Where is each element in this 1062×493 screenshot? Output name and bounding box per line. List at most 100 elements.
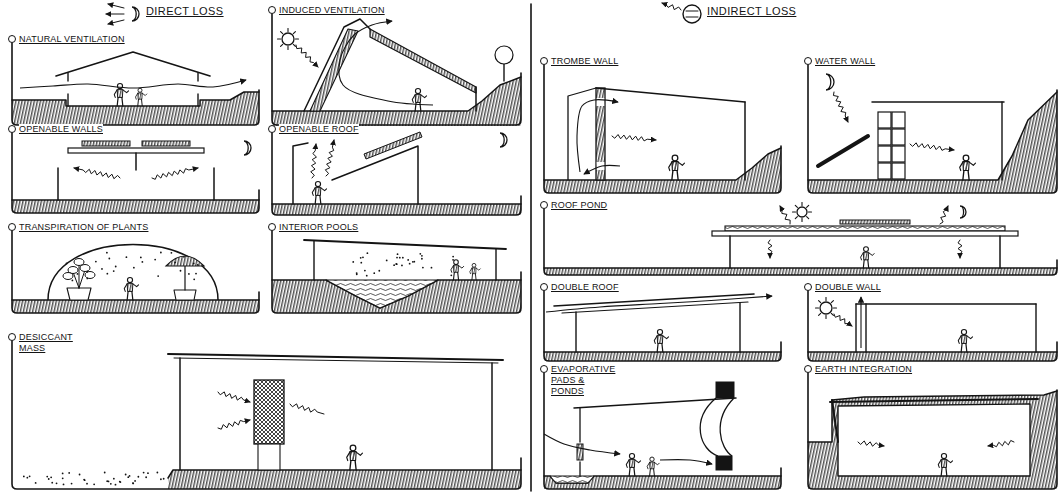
panel-outline bbox=[8, 332, 522, 490]
person-arm bbox=[356, 452, 362, 455]
panel-outline bbox=[804, 282, 1058, 362]
vapour-dot bbox=[23, 476, 25, 478]
vapour-dot bbox=[140, 257, 142, 259]
person-leg bbox=[653, 469, 655, 476]
radiation-wave bbox=[768, 240, 772, 258]
panel-title: WATER WALL bbox=[815, 56, 875, 67]
sketch-panel: TRANSPIRATION OF PLANTS bbox=[8, 222, 260, 314]
vapour-dot bbox=[419, 253, 421, 255]
vapour-dot bbox=[119, 481, 121, 483]
vapour-dot bbox=[397, 253, 399, 255]
person-leg bbox=[968, 171, 969, 180]
person-arm bbox=[421, 95, 427, 98]
vapour-dot bbox=[378, 270, 380, 272]
radiation-wave bbox=[858, 441, 884, 446]
plant-leaf bbox=[80, 265, 90, 272]
moon-symbol bbox=[960, 206, 966, 218]
panel-heading: ROOF POND bbox=[540, 200, 607, 211]
sheltered-room bbox=[838, 404, 1030, 476]
person-head bbox=[117, 83, 122, 88]
person-leg bbox=[965, 343, 967, 352]
person-figure bbox=[114, 83, 128, 106]
panel-frame bbox=[12, 231, 259, 313]
vapour-dot bbox=[77, 273, 79, 275]
radiation-wave bbox=[780, 206, 790, 224]
sketch-art bbox=[544, 294, 781, 361]
glazing bbox=[568, 88, 596, 180]
person-leg bbox=[319, 195, 321, 204]
heading-text-group: DOUBLE ROOF bbox=[551, 282, 619, 293]
direct-loss-icon bbox=[106, 4, 139, 24]
person-head bbox=[454, 260, 459, 265]
panel-heading: INDUCED VENTILATION bbox=[268, 5, 385, 16]
icon-ring bbox=[683, 5, 701, 23]
vapour-dot bbox=[119, 481, 121, 483]
panel-outline bbox=[268, 222, 522, 314]
vapour-dot bbox=[104, 472, 106, 474]
vapour-dot bbox=[125, 474, 127, 476]
sketch-art bbox=[23, 354, 521, 489]
sketch-panel: INTERIOR POOLS bbox=[268, 222, 522, 314]
panel-heading: NATURAL VENTILATION bbox=[8, 34, 125, 45]
roof bbox=[596, 88, 745, 102]
person-head bbox=[650, 457, 654, 461]
person-figure bbox=[654, 329, 668, 352]
panel-frame bbox=[808, 291, 1057, 361]
insulation-panel bbox=[142, 141, 190, 146]
panel-heading: OPENABLE WALLS bbox=[8, 124, 103, 135]
panel-heading: TROMBE WALL bbox=[540, 56, 618, 67]
vapour-dot bbox=[101, 268, 103, 270]
radiation-wave bbox=[311, 144, 317, 178]
vapour-dot bbox=[132, 482, 134, 484]
person-leg bbox=[355, 461, 356, 470]
tower-duct bbox=[700, 398, 734, 456]
sketch-art bbox=[544, 382, 781, 489]
sun-ray bbox=[834, 307, 837, 308]
sketch-art bbox=[272, 19, 521, 126]
plant-stem bbox=[79, 265, 80, 288]
person-head bbox=[138, 88, 142, 92]
glazing bbox=[832, 400, 838, 442]
person-leg bbox=[419, 102, 421, 111]
vapour-dot bbox=[362, 256, 364, 258]
panel-title: NATURAL VENTILATION bbox=[19, 34, 125, 45]
ground-line bbox=[808, 92, 1057, 180]
vapour-dot bbox=[110, 483, 112, 485]
vapour-dot bbox=[386, 260, 388, 262]
air-arrow bbox=[339, 21, 433, 105]
person-torso bbox=[629, 459, 635, 467]
heading-bullet bbox=[540, 201, 548, 209]
person-leg bbox=[471, 274, 473, 280]
person-leg bbox=[137, 99, 139, 106]
vapour-dot bbox=[360, 257, 362, 259]
ground-line bbox=[544, 351, 781, 353]
panel-title: OPENABLE WALLS bbox=[19, 124, 103, 135]
person-head bbox=[672, 155, 678, 161]
wall bbox=[729, 236, 731, 268]
person-figure bbox=[412, 88, 426, 111]
person-leg bbox=[131, 291, 133, 300]
person-torso bbox=[415, 94, 421, 102]
ground-hatch bbox=[272, 77, 521, 126]
person-torso bbox=[453, 265, 458, 272]
vapour-dot bbox=[71, 483, 73, 485]
person-leg bbox=[315, 195, 317, 204]
chimney-glazing bbox=[304, 19, 370, 111]
panel-title: OPENABLE ROOF bbox=[279, 124, 359, 135]
radiation-wave bbox=[325, 140, 334, 176]
section-heading: DIRECT LOSS bbox=[146, 5, 224, 18]
sun-ray bbox=[795, 217, 797, 219]
person-figure bbox=[124, 277, 138, 300]
roof-pond bbox=[725, 226, 1005, 231]
wall bbox=[197, 94, 198, 106]
person-figure bbox=[669, 155, 685, 180]
ground-hatch bbox=[544, 268, 1057, 275]
vapour-dot bbox=[193, 278, 195, 280]
person-leg bbox=[475, 274, 477, 280]
vapour-dot bbox=[63, 484, 65, 486]
vapour-dot bbox=[396, 263, 398, 265]
panel-outline bbox=[804, 364, 1058, 490]
wall bbox=[197, 73, 198, 81]
heading-text-group: EARTH INTEGRATION bbox=[815, 364, 912, 375]
vapour-dot bbox=[402, 257, 404, 259]
